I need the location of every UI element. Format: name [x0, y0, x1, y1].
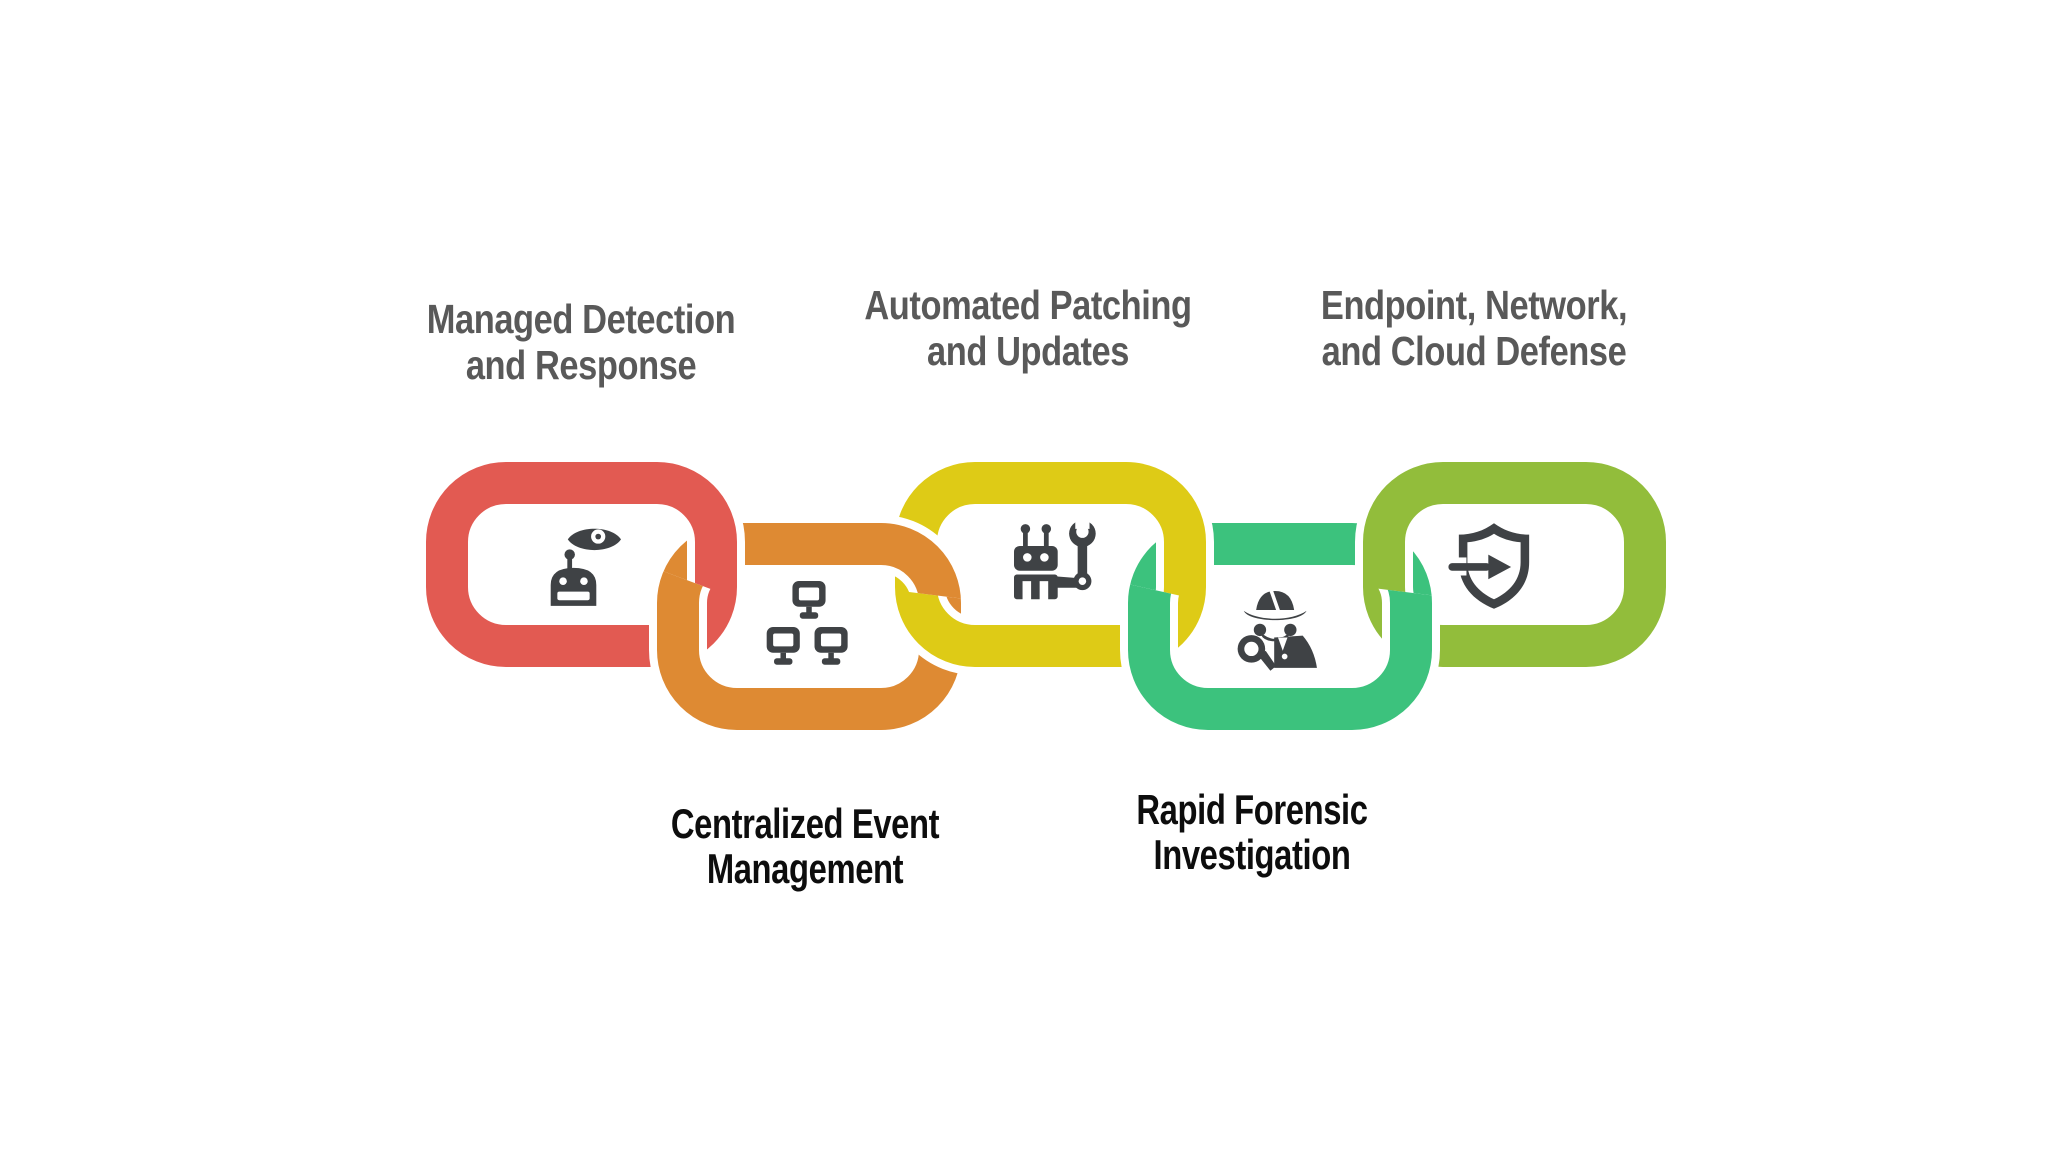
robot-wrench-icon — [1014, 517, 1096, 602]
label-line: and Cloud Defense — [1321, 328, 1627, 374]
label-line: Management — [706, 845, 904, 892]
detective-magnifier-icon — [1237, 590, 1317, 671]
label-centralized-event-management: Centralized Event Management — [670, 800, 940, 892]
label-line: Automated Patching — [864, 282, 1192, 328]
label-line: Managed Detection — [426, 296, 736, 342]
label-managed-detection-and-response: Managed Detection and Response — [427, 296, 736, 388]
label-line: Centralized Event — [670, 800, 940, 847]
label-endpoint-network-and-cloud-defense: Endpoint, Network, and Cloud Defense — [1320, 282, 1628, 374]
label-line: Endpoint, Network, — [1320, 282, 1628, 328]
network-monitors-icon — [766, 581, 848, 665]
label-rapid-forensic-investigation: Rapid Forensic Investigation — [1136, 786, 1368, 878]
robot-eye-icon — [550, 528, 621, 606]
label-automated-patching-and-updates: Automated Patching and Updates — [864, 282, 1192, 374]
label-line: Investigation — [1153, 831, 1351, 878]
label-line: and Response — [465, 342, 697, 388]
shield-arrow-icon — [1448, 523, 1530, 609]
label-line: and Updates — [926, 328, 1130, 374]
label-line: Rapid Forensic — [1136, 786, 1368, 833]
